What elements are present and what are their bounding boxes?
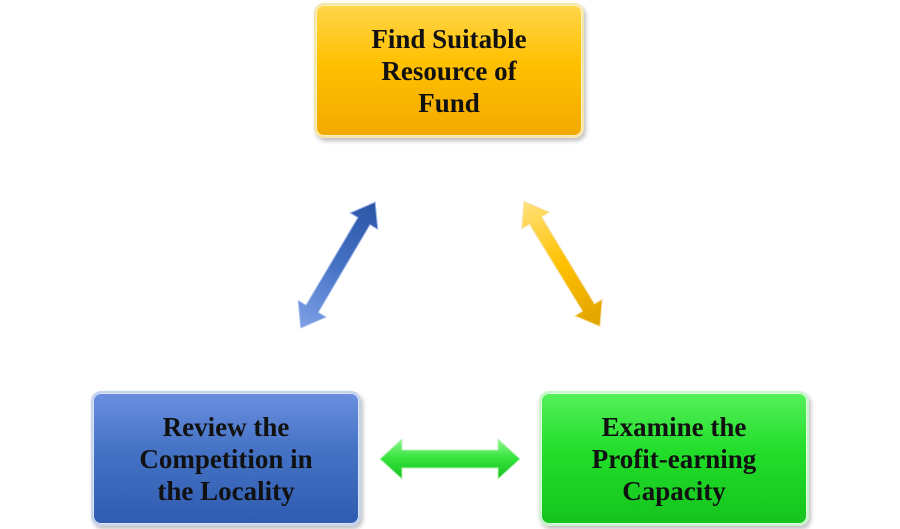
node-examine-profit-earning-capacity: Examine the Profit-earning Capacity	[539, 391, 809, 526]
node-left-line-1: Review the	[162, 411, 290, 442]
node-left-line-3: the Locality	[157, 475, 295, 506]
node-left-label: Review the Competition in the Locality	[139, 411, 312, 507]
node-top-line-1: Find Suitable	[371, 23, 527, 54]
node-left-line-2: Competition in	[139, 443, 313, 474]
node-top-line-3: Fund	[418, 87, 480, 118]
node-right-label: Examine the Profit-earning Capacity	[592, 411, 756, 507]
connector-top-right-double-arrow	[521, 200, 603, 328]
node-top-label: Find Suitable Resource of Fund	[371, 23, 526, 119]
node-review-the-competition: Review the Competition in the Locality	[91, 391, 361, 526]
connector-left-top-double-arrow	[297, 201, 379, 329]
node-right-line-3: Capacity	[622, 475, 726, 506]
node-right-line-2: Profit-earning	[591, 443, 757, 474]
node-right-line-1: Examine the	[601, 411, 747, 442]
node-find-suitable-resource-of-fund: Find Suitable Resource of Fund	[314, 3, 584, 138]
connector-left-right-double-arrow	[379, 437, 521, 481]
node-top-line-2: Resource of	[381, 55, 517, 86]
